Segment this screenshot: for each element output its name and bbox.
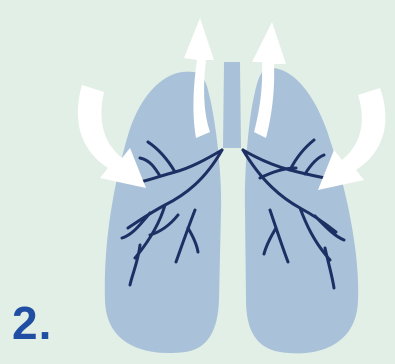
trachea: [223, 62, 241, 148]
step-number: 2.: [12, 300, 52, 346]
